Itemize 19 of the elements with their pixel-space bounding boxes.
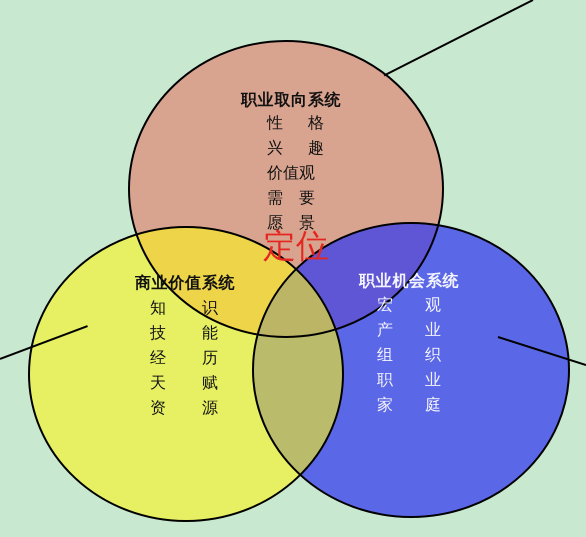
list-item: 家 庭 [377,396,442,414]
list-item: 资 源 [150,399,218,417]
center-label: 定位 [263,231,329,264]
list-item: 知 识 [150,299,218,317]
list-item: 性 格 [267,114,324,132]
list-item: 天 赋 [150,374,218,392]
leader-line [384,0,534,76]
list-item: 需 要 [267,189,316,207]
list-item: 组 织 [377,346,442,364]
circle-title: 职业取向系统 [241,90,342,110]
list-item: 产 业 [377,321,442,339]
list-item: 兴 趣 [267,139,324,157]
leader-line [498,336,586,366]
leader-line [0,325,88,360]
list-item: 技 能 [150,324,218,342]
circle-title: 职业机会系统 [359,271,460,291]
list-item: 职 业 [377,371,442,389]
list-item: 经 历 [150,349,218,367]
list-item: 价值观 [267,164,315,182]
